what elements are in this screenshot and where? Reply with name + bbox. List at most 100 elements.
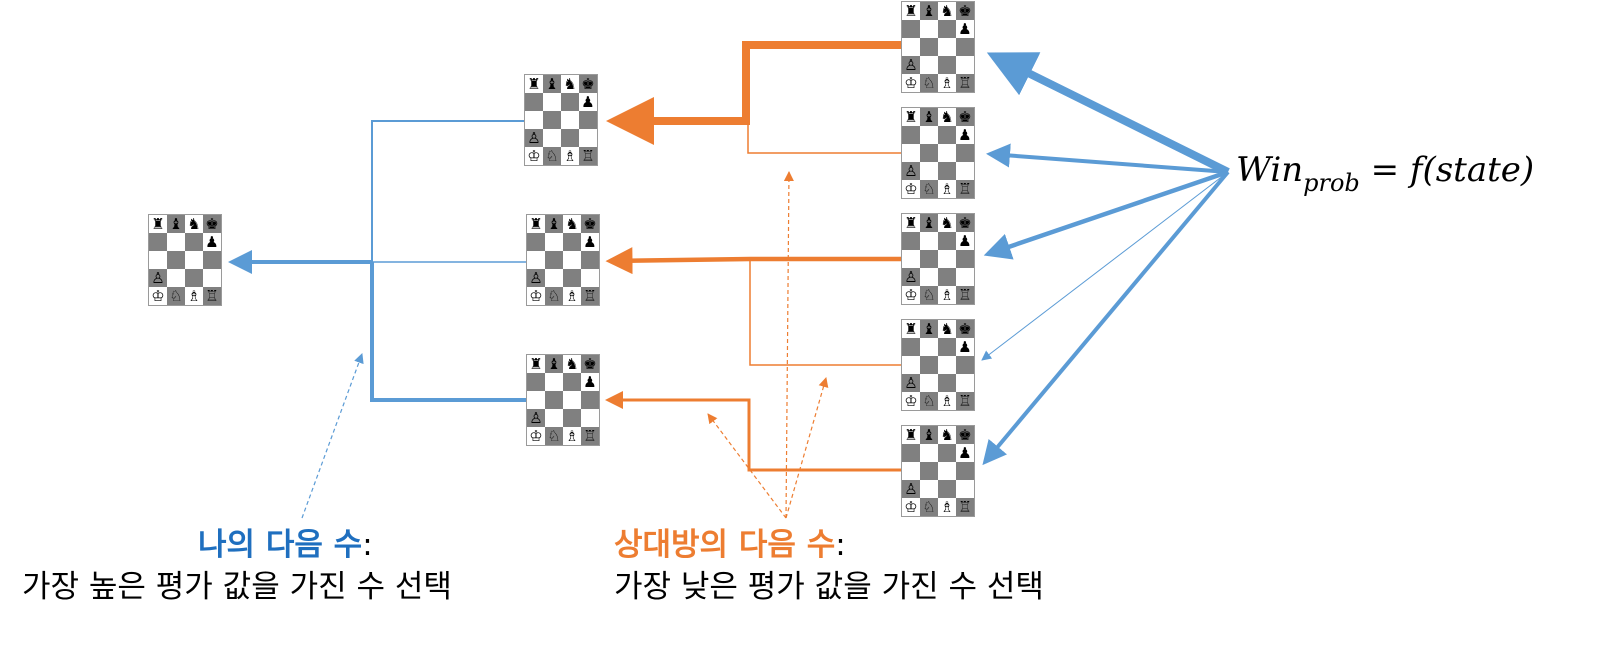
board-square: ♚ bbox=[956, 2, 974, 20]
board-square bbox=[920, 38, 938, 56]
board-square bbox=[920, 56, 938, 74]
board-square bbox=[956, 374, 974, 392]
chess-piece-icon: ♘ bbox=[547, 427, 561, 445]
chess-piece-icon: ♚ bbox=[205, 215, 219, 233]
board-square: ♟ bbox=[956, 126, 974, 144]
chess-piece-icon: ♚ bbox=[958, 2, 972, 20]
chess-piece-icon: ♝ bbox=[922, 2, 936, 20]
board-square: ♝ bbox=[920, 320, 938, 338]
board-square bbox=[956, 250, 974, 268]
chess-piece-icon: ♘ bbox=[922, 392, 936, 410]
chess-piece-icon: ♚ bbox=[958, 214, 972, 232]
board-square: ♗ bbox=[563, 427, 581, 445]
board-square: ♝ bbox=[920, 108, 938, 126]
edge-mine1-branch bbox=[371, 120, 526, 262]
board-square: ♖ bbox=[203, 287, 221, 305]
board-square: ♞ bbox=[938, 320, 956, 338]
board-square bbox=[956, 480, 974, 498]
board-square: ♗ bbox=[938, 286, 956, 304]
board-square bbox=[920, 250, 938, 268]
board-square: ♟ bbox=[956, 20, 974, 38]
board-square: ♚ bbox=[203, 215, 221, 233]
board-square bbox=[203, 251, 221, 269]
board-square: ♟ bbox=[203, 233, 221, 251]
board-square bbox=[902, 20, 920, 38]
board-square: ♟ bbox=[581, 233, 599, 251]
chess-piece-icon: ♖ bbox=[581, 147, 595, 165]
board-square bbox=[902, 444, 920, 462]
board-square bbox=[149, 233, 167, 251]
chess-piece-icon: ♘ bbox=[922, 286, 936, 304]
chess-piece-icon: ♗ bbox=[565, 287, 579, 305]
chess-piece-icon: ♙ bbox=[529, 269, 543, 287]
board-square: ♙ bbox=[902, 162, 920, 180]
chess-piece-icon: ♞ bbox=[940, 2, 954, 20]
board-square bbox=[527, 391, 545, 409]
eval-arrow-opp2 bbox=[986, 143, 1229, 174]
board-square bbox=[938, 126, 956, 144]
board-square: ♚ bbox=[581, 355, 599, 373]
board-square bbox=[956, 462, 974, 480]
board-square bbox=[920, 444, 938, 462]
chess-piece-icon: ♜ bbox=[529, 355, 543, 373]
board-square bbox=[525, 111, 543, 129]
board-square bbox=[545, 409, 563, 427]
board-square: ♙ bbox=[902, 480, 920, 498]
evaluation-edges bbox=[981, 52, 1230, 466]
chess-piece-icon: ♙ bbox=[904, 374, 918, 392]
board-square: ♔ bbox=[527, 287, 545, 305]
chess-piece-icon: ♝ bbox=[922, 320, 936, 338]
board-square: ♖ bbox=[956, 392, 974, 410]
caption-my-move-colon: : bbox=[362, 527, 373, 563]
board-square: ♘ bbox=[920, 180, 938, 198]
opponent-move-edges bbox=[605, 41, 902, 472]
board-square: ♝ bbox=[543, 75, 561, 93]
board-square: ♟ bbox=[956, 232, 974, 250]
board-square: ♙ bbox=[902, 56, 920, 74]
chess-piece-icon: ♙ bbox=[527, 129, 541, 147]
board-opponent-reply-2: ♜♝♞♚♟♙♔♘♗♖ bbox=[901, 107, 975, 199]
chess-piece-icon: ♙ bbox=[904, 56, 918, 74]
board-square bbox=[561, 129, 579, 147]
board-square: ♞ bbox=[185, 215, 203, 233]
board-square: ♗ bbox=[561, 147, 579, 165]
chess-piece-icon: ♟ bbox=[958, 20, 972, 38]
board-square bbox=[579, 129, 597, 147]
board-square bbox=[938, 480, 956, 498]
board-root: ♜♝♞♚♟♙♔♘♗♖ bbox=[148, 214, 222, 306]
board-square bbox=[920, 480, 938, 498]
board-square: ♜ bbox=[525, 75, 543, 93]
chess-piece-icon: ♚ bbox=[583, 215, 597, 233]
annotation-pointers bbox=[301, 171, 829, 519]
chess-piece-icon: ♔ bbox=[151, 287, 165, 305]
chess-piece-icon: ♝ bbox=[922, 426, 936, 444]
board-square: ♗ bbox=[938, 392, 956, 410]
chess-piece-icon: ♙ bbox=[529, 409, 543, 427]
board-square: ♙ bbox=[902, 374, 920, 392]
chess-piece-icon: ♝ bbox=[547, 215, 561, 233]
chess-piece-icon: ♞ bbox=[940, 320, 954, 338]
chess-piece-icon: ♙ bbox=[151, 269, 165, 287]
board-square bbox=[920, 374, 938, 392]
board-square bbox=[938, 38, 956, 56]
pointer-opp-b bbox=[783, 171, 794, 519]
my-move-edges bbox=[228, 120, 526, 402]
board-opponent-reply-4: ♜♝♞♚♟♙♔♘♗♖ bbox=[901, 319, 975, 411]
evaluation-formula: Winprob = f(state) bbox=[1236, 148, 1534, 197]
board-square bbox=[561, 93, 579, 111]
chess-piece-icon: ♔ bbox=[529, 427, 543, 445]
board-square bbox=[920, 126, 938, 144]
board-square: ♙ bbox=[527, 269, 545, 287]
board-square bbox=[527, 251, 545, 269]
board-square bbox=[563, 391, 581, 409]
board-square: ♚ bbox=[956, 426, 974, 444]
board-square bbox=[920, 20, 938, 38]
board-square bbox=[956, 38, 974, 56]
board-square: ♞ bbox=[563, 355, 581, 373]
chess-piece-icon: ♞ bbox=[187, 215, 201, 233]
eval-arrow-opp5 bbox=[982, 170, 1230, 466]
board-square bbox=[938, 20, 956, 38]
board-square bbox=[545, 269, 563, 287]
